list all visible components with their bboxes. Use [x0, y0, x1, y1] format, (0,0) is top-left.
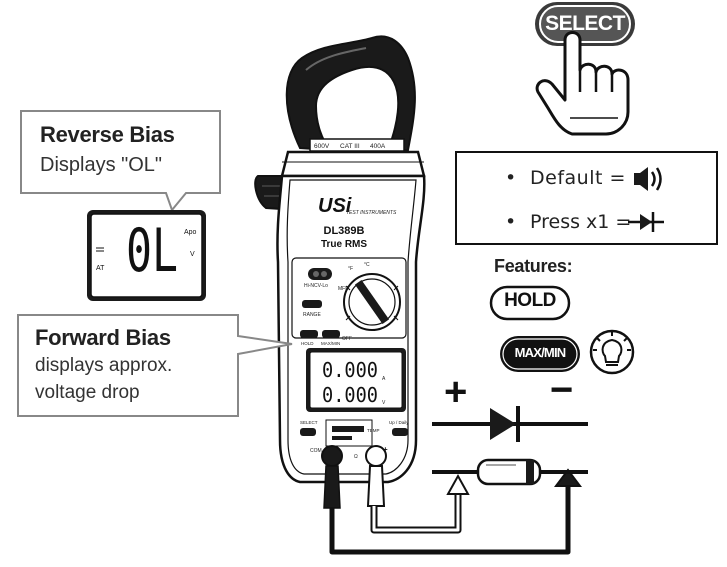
ncv-label: Hi-NCV-Lo — [304, 283, 328, 289]
maxmin-badge-label: MAX/MIN — [514, 345, 567, 360]
diode-schematic-triangle — [490, 408, 516, 440]
brand-subtitle: TEST INSTRUMENTS — [346, 210, 397, 216]
dial-mfd-label: MFD — [338, 286, 349, 292]
meter-light-button[interactable] — [392, 428, 408, 436]
reverse-bias-subtitle: Displays "OL" — [40, 154, 163, 176]
lcd-top-reading: 0.000 — [322, 358, 378, 382]
meter-hold-button[interactable] — [300, 330, 318, 338]
com-jack[interactable] — [321, 445, 343, 467]
meter-maxmin-label: MAX/MIN — [321, 341, 340, 346]
meter-select-button[interactable] — [300, 428, 316, 436]
model-label: DL389B — [324, 225, 365, 237]
ncv-button[interactable] — [308, 268, 332, 280]
circuit-minus: − — [550, 368, 574, 412]
dial-f-label: °F — [348, 266, 353, 272]
reverse-bias-title: Reverse Bias — [40, 122, 175, 147]
brand-logo: USi — [318, 195, 352, 217]
black-probe-wire — [329, 484, 571, 555]
positive-jack[interactable] — [365, 445, 387, 467]
meter-temp-label: TEMP — [367, 428, 380, 433]
lcd-bottom-reading: 0.000 — [322, 383, 378, 407]
diode-cathode-band — [526, 460, 534, 484]
press-label: Press x1 = — [530, 211, 632, 233]
clamp-meter: 600V CAT III 400A USi TEST INSTRUMENTS D… — [254, 35, 426, 509]
jaw-rating-2: CAT III — [340, 143, 360, 150]
rotary-dial[interactable] — [343, 273, 401, 331]
maxmin-badge — [500, 336, 580, 372]
reverse-bias-callout — [20, 110, 221, 213]
select-button[interactable] — [535, 2, 635, 46]
small-display-reading: 0L — [126, 216, 179, 286]
meter-select-label: SELECT — [300, 420, 318, 425]
jaw-rating-1: 600V — [314, 143, 330, 150]
meter-hold-label: HOLD — [301, 341, 314, 346]
features-title: Features: — [494, 256, 573, 276]
dial-c-label: °C — [364, 262, 370, 268]
small-display-at: AT — [96, 265, 105, 272]
svg-text:V: V — [382, 400, 386, 406]
reverse-bias-display — [87, 210, 206, 301]
hold-badge-label: HOLD — [504, 290, 556, 311]
red-probe-wire — [372, 492, 460, 532]
speaker-beep-icon — [634, 167, 662, 191]
small-display-apo: Apo — [184, 229, 197, 236]
rms-label: True RMS — [321, 239, 367, 250]
pointing-hand-icon — [535, 31, 630, 136]
meter-maxmin-button[interactable] — [322, 330, 340, 338]
clamp-jaw — [285, 35, 416, 152]
dial-off-label: OFF — [342, 336, 352, 342]
meter-com-label: COM — [310, 448, 322, 454]
range-label: RANGE — [303, 312, 321, 318]
forward-bias-line1: displays approx. — [35, 355, 173, 376]
meter-ohm-label: Ω — [354, 454, 358, 460]
svg-text:A: A — [382, 376, 386, 382]
press-bullet: • — [505, 211, 517, 233]
select-button-label[interactable]: SELECT — [545, 12, 625, 35]
hold-badge — [489, 285, 571, 321]
default-bullet: • — [505, 167, 517, 189]
black-probe-tip — [554, 468, 582, 487]
forward-bias-callout — [17, 314, 293, 417]
diode-body — [476, 458, 542, 486]
forward-bias-line2: voltage drop — [35, 382, 140, 403]
circuit-plus: + — [444, 370, 468, 414]
red-probe-tip — [446, 473, 470, 495]
forward-bias-title: Forward Bias — [35, 325, 171, 350]
mode-box — [455, 151, 718, 245]
meter-light-label: Up / Daily — [389, 420, 409, 425]
small-display-volt: V — [190, 251, 195, 258]
range-button[interactable] — [302, 300, 322, 308]
diode-icon — [628, 212, 664, 232]
test-circuit — [329, 406, 588, 555]
default-label: Default = — [530, 167, 626, 189]
meter-plus-label: + — [383, 445, 388, 454]
backlight-bulb-icon — [589, 329, 635, 375]
meter-lcd — [309, 351, 403, 409]
jaw-rating-3: 400A — [370, 143, 386, 150]
